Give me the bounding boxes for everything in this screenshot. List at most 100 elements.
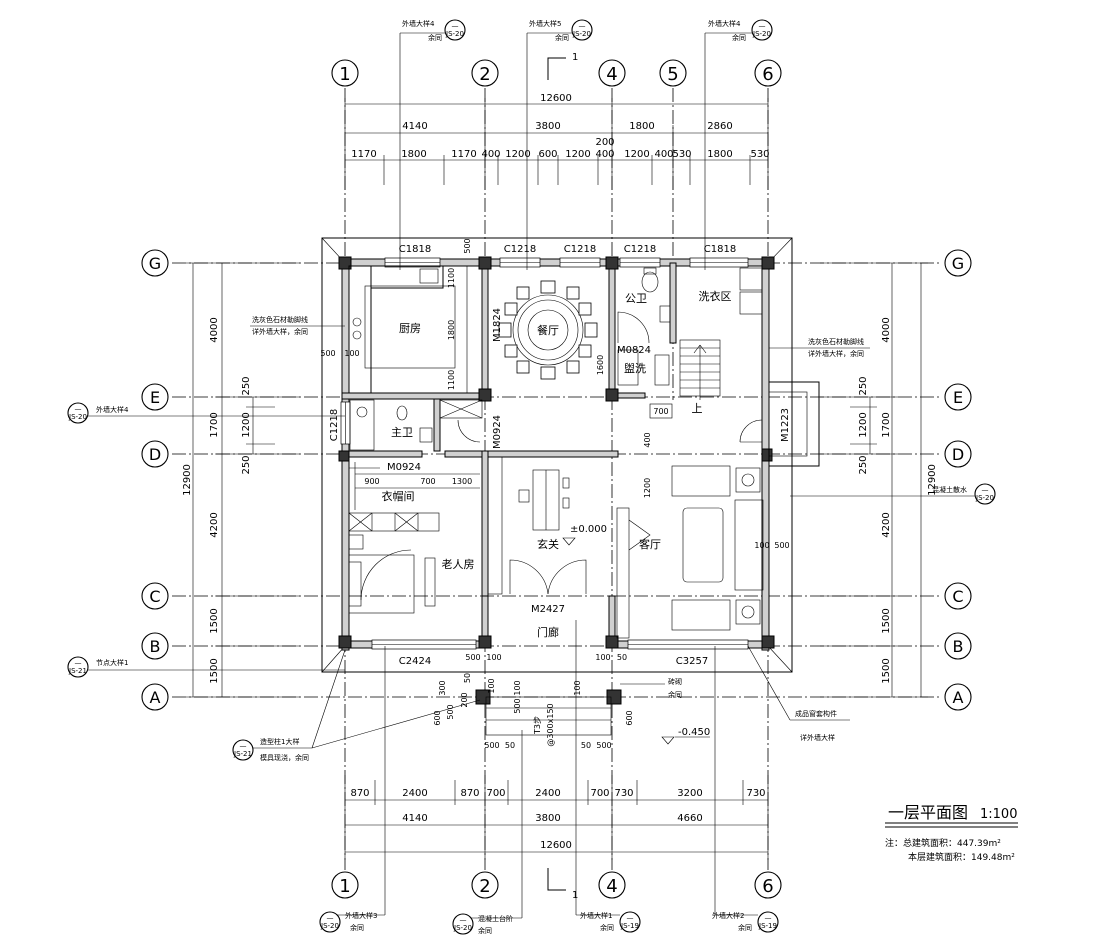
callout-stone-right: 洗灰色石材勒脚线 [808, 337, 864, 346]
dim-top-l2-3: 2860 [707, 121, 732, 132]
post-dim-5: 600 [625, 710, 634, 725]
callout-step-num: — [460, 916, 467, 924]
entry-dim-4: 500 [513, 698, 522, 713]
post-dim-1: 300 [438, 680, 447, 695]
porch-dim-1: 100 [486, 653, 501, 662]
callout-bot-1-num: — [627, 914, 634, 922]
living-area: 客厅 [616, 465, 764, 639]
dim-bot-l1-3: 700 [486, 788, 505, 799]
callout-drain: 混凝土散水 [932, 485, 967, 494]
axis-right-D: D [952, 445, 964, 464]
callout-brick-same: 余同 [668, 690, 682, 699]
axis-bubbles-top: 1 2 4 5 6 [331, 59, 782, 87]
axis-right-B: B [953, 637, 964, 656]
room-living: 客厅 [639, 537, 661, 551]
axis-right-A: A [953, 688, 964, 707]
dim-bot-l1-2: 870 [460, 788, 479, 799]
porch-dim-0: 500 [465, 653, 480, 662]
room-elder: 老人房 [442, 558, 475, 571]
window-label-7: C3257 [676, 656, 708, 667]
axis-top-2: 2 [479, 64, 490, 85]
level-outside: -0.450 [678, 727, 710, 738]
kd-v-2: 1800 [447, 320, 456, 340]
wash-dim-0: 1600 [596, 355, 605, 375]
stair: 上 [679, 339, 721, 415]
window-label-1: C1218 [504, 244, 536, 255]
callout-step-sheet: JS-20 [453, 924, 472, 932]
public-wc-area: 公卫 盥洗 [617, 267, 671, 386]
callout-node-sheet: JS-21 [68, 667, 87, 675]
callout-bot-3-num: — [327, 914, 334, 922]
dim-left-l2-0: 4000 [209, 317, 220, 342]
window-label-2: C1218 [564, 244, 596, 255]
callout-top-4-a-same: 余同 [428, 33, 442, 42]
dim-left-l2-1: 1700 [209, 412, 220, 437]
dim-bot-l2-1: 3800 [535, 813, 560, 824]
door-label-5: M2427 [531, 604, 565, 615]
callout-stone-left-see: 详外墙大样，余同 [252, 327, 308, 336]
callout-top-5-same: 余同 [555, 33, 569, 42]
kd-v-3: 1100 [447, 370, 456, 390]
post-dim-2: 200 [460, 692, 469, 707]
dim-top-l3-11: 1800 [707, 149, 732, 160]
dim-top-l3-8: 1200 [624, 149, 649, 160]
callout-stone-left: 洗灰色石材勒脚线 [252, 315, 308, 324]
window-label-3: C1218 [624, 244, 656, 255]
axis-bubbles-bottom: 1 2 4 6 [331, 871, 782, 899]
porch-dim-3: 50 [617, 653, 627, 662]
dim-top-extra: 200 [595, 137, 614, 148]
axis-bottom-1: 1 [339, 876, 350, 897]
elder-room-area: 老人房 [348, 534, 475, 614]
interior-dimensions: 500 1100 1800 1100 500 100 1600 700 900 … [320, 238, 789, 750]
callout-top-4-a: 外墙大样4 [402, 19, 435, 28]
porch-dim-2: 100 [595, 653, 610, 662]
living-dim-2: 100 [754, 541, 769, 550]
post-dim-3: 600 [433, 710, 442, 725]
closet-dim-0: 900 [364, 477, 379, 486]
window-label-0: C1818 [399, 244, 431, 255]
level-ground: ±0.000 [570, 524, 607, 535]
axis-right-G: G [952, 254, 964, 273]
axis-right-C: C [952, 587, 963, 606]
post-dim-0: 100 [513, 680, 522, 695]
interior-walls [341, 262, 677, 647]
callout-step-same: 余同 [478, 926, 492, 935]
callout-stone-right-see: 详外墙大样，余同 [808, 349, 864, 358]
callout-drain-sheet: JS-20 [975, 494, 994, 502]
axis-left-B: B [150, 637, 161, 656]
dim-right-l2-3: 1500 [881, 608, 892, 633]
dim-top-l2-2: 1800 [629, 121, 654, 132]
room-public-wc: 公卫 [625, 292, 647, 305]
foyer-area: 玄关 ±0.000 [487, 456, 607, 595]
dim-right-l2-0: 4000 [881, 317, 892, 342]
dim-right-l2-4: 1500 [881, 658, 892, 683]
callout-top-4-b-sheet: JS-20 [752, 30, 771, 38]
callout-col-sheet: JS-21 [233, 750, 252, 758]
dim-bot-overall: 12600 [540, 840, 572, 851]
axis-right-E: E [953, 388, 963, 407]
dining-chairs [498, 280, 598, 380]
room-porch: 门廊 [537, 625, 559, 639]
callout-bot-1-sheet: JS-19 [620, 922, 639, 930]
entry-dim-3: 50 [581, 741, 591, 750]
callout-bot-2: 外墙大样2 [712, 911, 744, 920]
callout-bot-2-same: 余同 [738, 923, 752, 932]
door-label-4: M1223 [780, 408, 791, 442]
dining-area: 餐厅 [498, 280, 598, 380]
door-label-1: M0824 [617, 345, 651, 356]
kd-v-0: 500 [463, 238, 472, 253]
entry-dim-0: 500 [484, 741, 499, 750]
callout-top-5-sheet: JS-20 [572, 30, 591, 38]
living-dim-1: 1200 [643, 478, 652, 498]
callout-top-4-b: 外墙大样4 [708, 19, 741, 28]
closet-dim-1: 700 [420, 477, 435, 486]
dim-top-l3-9: 400 [654, 149, 673, 160]
dim-bot-l1-6: 730 [614, 788, 633, 799]
drawing-title: 一层平面图 [888, 803, 968, 822]
dim-left-in-1: 1200 [241, 412, 252, 437]
porch-dim-4: 100 [487, 678, 496, 693]
axis-left-E: E [150, 388, 160, 407]
axis-left-C: C [149, 587, 160, 606]
dim-bot-l1-7: 3200 [677, 788, 702, 799]
